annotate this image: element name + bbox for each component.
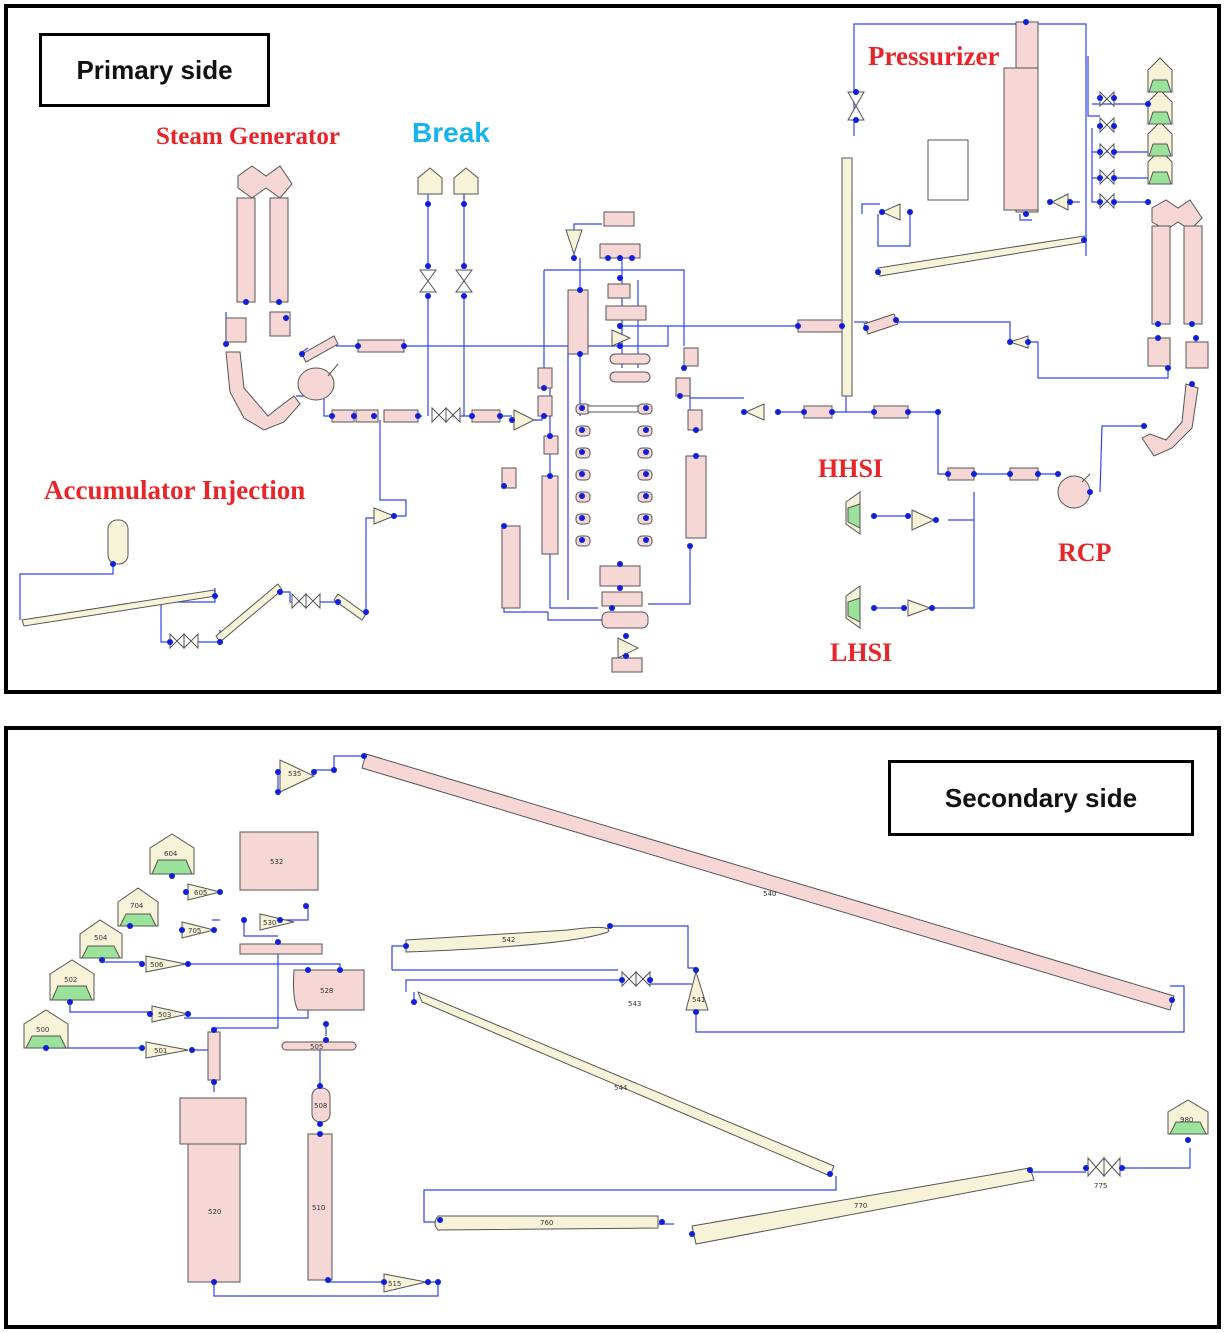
comp-770: 770 — [854, 1202, 867, 1210]
secondary-junctions — [43, 753, 1191, 1285]
primary-schematic — [19, 19, 1209, 673]
primary-side-panel: Primary side Steam Generator Break Press… — [4, 4, 1221, 694]
comp-520: 520 — [208, 1208, 221, 1216]
comp-705: 705 — [188, 927, 201, 935]
comp-515: 515 — [388, 1280, 401, 1288]
pressurizer-label: Pressurizer — [868, 41, 1000, 71]
rcp-label: RCP — [1058, 538, 1112, 567]
secondary-components — [23, 753, 1209, 1293]
comp-502: 502 — [64, 976, 77, 984]
comp-535: 535 — [288, 770, 301, 778]
comp-544: 544 — [614, 1084, 628, 1092]
secondary-side-panel: Secondary side — [4, 726, 1221, 1329]
break-label: Break — [412, 117, 490, 148]
comp-543: 543 — [628, 1000, 641, 1008]
lhsi-label: LHSI — [830, 638, 893, 667]
comp-540: 540 — [763, 890, 776, 898]
primary-components — [21, 21, 1209, 673]
comp-503: 503 — [158, 1011, 171, 1019]
comp-980: 980 — [1180, 1116, 1193, 1124]
comp-605: 605 — [194, 889, 207, 897]
comp-704: 704 — [130, 902, 144, 910]
primary-junctions — [110, 19, 1199, 659]
primary-side-title: Primary side — [39, 33, 270, 107]
comp-604: 604 — [164, 850, 178, 858]
comp-506: 506 — [150, 961, 164, 969]
secondary-pipes — [46, 755, 1191, 1297]
comp-775: 775 — [1094, 1182, 1107, 1190]
secondary-side-title: Secondary side — [888, 760, 1194, 836]
comp-501: 501 — [154, 1047, 167, 1055]
comp-541: 541 — [692, 996, 705, 1004]
comp-508: 508 — [314, 1102, 327, 1110]
secondary-schematic: 535 532 530 528 505 508 510 520 515 500 … — [23, 753, 1209, 1297]
hhsi-label: HHSI — [818, 454, 884, 483]
secondary-component-numbers: 535 532 530 528 505 508 510 520 515 500 … — [36, 770, 1193, 1288]
comp-542: 542 — [502, 936, 515, 944]
steam-generator-label: Steam Generator — [156, 123, 340, 150]
comp-505: 505 — [310, 1043, 323, 1051]
comp-530: 530 — [263, 919, 276, 927]
pipe-540 — [361, 753, 1175, 1011]
accumulator-injection-label: Accumulator Injection — [44, 475, 306, 505]
comp-500: 500 — [36, 1026, 49, 1034]
comp-510: 510 — [312, 1204, 325, 1212]
comp-504: 504 — [94, 934, 108, 942]
comp-528: 528 — [320, 987, 333, 995]
comp-532: 532 — [270, 858, 283, 866]
comp-760: 760 — [540, 1219, 553, 1227]
